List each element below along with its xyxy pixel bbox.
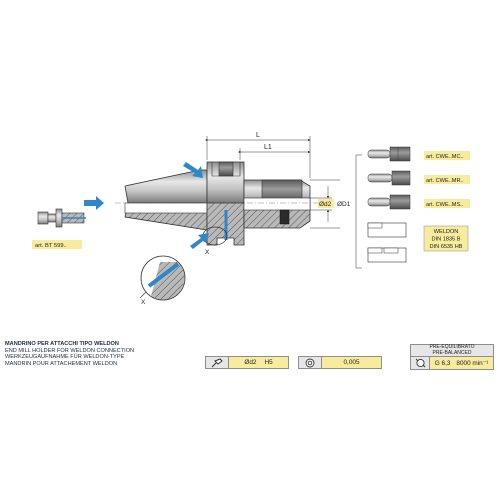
title-fr: MANDRIN POUR ATTACHEMENT WELDON [5, 360, 118, 367]
accessory-ref-mc: art. CWE..MC.. [426, 154, 464, 160]
balancing-speed: 8000 min⁻¹ [456, 360, 489, 367]
accessory-bracket [355, 154, 362, 269]
weldon-title: WELDON [434, 229, 459, 235]
weldon-norm-2: DIN 6535 HB [430, 244, 463, 250]
dim-D1-label: ØD1 [337, 201, 351, 208]
balancing-icon [411, 357, 430, 369]
bore-spec: Ød2 H5 [205, 356, 289, 369]
accessory-refs: art. CWE..MC.. art. CWE..MR.. art. CWE..… [424, 151, 470, 208]
detail-mark: X [205, 249, 210, 256]
dimension-lines [204, 136, 340, 229]
product-titles: MANDRINO PER ATTACCHI TIPO WELDON END MI… [5, 341, 205, 367]
bore-label: Ød2 [244, 359, 257, 366]
tool-holder-body [115, 161, 318, 246]
accessory-ref-mr: art. CWE..MR.. [426, 178, 464, 184]
runout-value: 0,005 [343, 359, 360, 366]
detail-view-mark: X [141, 299, 146, 306]
accessory-ref-ms: art. CWE..MS.. [426, 202, 464, 208]
balancing-header-en: PRE-BALANCED [432, 349, 472, 356]
pull-stud-ref-box [32, 240, 82, 249]
balancing-header-it: PRE-EQUILIBRATO [429, 344, 475, 350]
dim-d2-label: Ød2 [319, 201, 332, 208]
clamping-icon [206, 357, 229, 368]
runout-icon [299, 357, 322, 368]
title-de: WERKZEUGAUFNAHME FÜR WELDON-TYPE [5, 354, 125, 361]
runout-spec: 0,005 [298, 356, 382, 369]
weldon-box: WELDON DIN 1835 B DIN 6535 HB [423, 225, 469, 252]
accessory-tools [367, 146, 411, 263]
balancing-grade: G 6,3 [434, 359, 451, 367]
dim-L1-label: L1 [264, 144, 272, 151]
bore-tolerance: H5 [264, 359, 273, 366]
d2-highlight [318, 199, 334, 208]
title-en: END MILL HOLDER FOR WELDON CONNECTION [5, 347, 135, 354]
pull-stud-ref: art. BT 599.. [35, 243, 67, 249]
weldon-norm-1: DIN 1835 B [432, 237, 461, 243]
pull-stud [37, 208, 86, 228]
balancing-spec: G 6,3 8000 min⁻¹ [410, 356, 494, 370]
detail-view [139, 255, 186, 301]
flow-arrow-icon [84, 162, 209, 249]
dim-L-label: L [256, 132, 260, 139]
title-it: MANDRINO PER ATTACCHI TIPO WELDON [5, 341, 119, 347]
